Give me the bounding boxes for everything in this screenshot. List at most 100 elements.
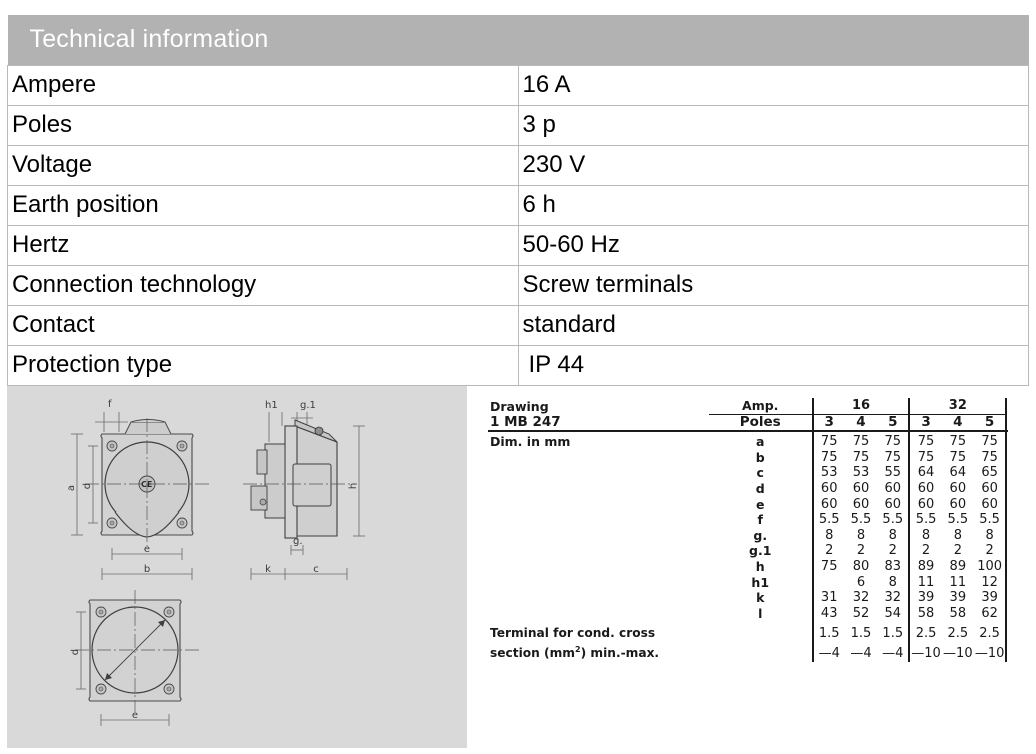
- table-row: section (mm2) min.-max. —4 —4 —4 —10 —10…: [488, 641, 1008, 662]
- dim-l-16-5: 54: [884, 605, 902, 621]
- dim-table-right-rule: [1005, 605, 1008, 622]
- tech-value-voltage: 230 V: [517, 145, 1029, 186]
- table-row: c 53 53 55 64 64 65: [488, 465, 1008, 481]
- dim-rowkey-g1: g.1: [708, 543, 814, 559]
- table-row: Hertz 50-60 Hz: [7, 225, 1029, 266]
- dim-f-32-4: 5.5: [947, 512, 969, 528]
- terminal-min-16-4: 1.5: [850, 626, 872, 642]
- table-row: Contact standard: [7, 305, 1029, 346]
- dim-spacer: [488, 497, 709, 513]
- front-view-label-d: d: [82, 483, 93, 489]
- dim-f-32-5: 5.5: [979, 512, 1000, 528]
- dim-a-32-5: 75: [981, 434, 998, 450]
- technical-drawing-panel: f CE: [7, 386, 467, 748]
- technical-information-table: Technical information Ampere 16 A Poles …: [7, 15, 1029, 386]
- dim-h1-16-5: 8: [888, 574, 897, 590]
- dim-g1-16-4: 2: [856, 543, 866, 559]
- table-row: l 43 52 54 58 58 62: [488, 605, 1008, 622]
- dim-spacer: [708, 641, 814, 662]
- terminal-min-32-5: 2.5: [979, 626, 1000, 642]
- tech-label-hertz: Hertz: [7, 225, 519, 266]
- tech-value-protection-type: IP 44: [517, 345, 1029, 386]
- dim-table-right-rule: [1005, 449, 1008, 466]
- front-view-label-f: f: [108, 399, 112, 410]
- terminal-label-line2: section (mm2) min.-max.: [488, 642, 709, 662]
- dim-d-16-4: 60: [852, 480, 870, 496]
- table-row: Dim. in mm a 75 75 75 75 75 75: [488, 431, 1008, 450]
- table-row: b 75 75 75 75 75 75: [488, 449, 1008, 466]
- table-row: Ampere 16 A: [7, 65, 1029, 106]
- dim-rowkey-l: l: [708, 605, 814, 622]
- dim-rowkey-h: h: [708, 558, 814, 575]
- tech-label-contact: Contact: [7, 305, 519, 346]
- terminal-min-16-3: 1.5: [818, 626, 840, 642]
- table-row: f 5.5 5.5 5.5 5.5 5.5 5.5: [488, 512, 1008, 528]
- front-view-label-a: a: [66, 485, 77, 491]
- dim-rowkey-c: c: [708, 465, 814, 481]
- dim-k-32-4: 39: [949, 590, 967, 606]
- dim-g1-32-5: 2: [985, 543, 994, 559]
- dim-k-16-5: 32: [884, 590, 902, 606]
- poles-header-label: Poles: [708, 414, 814, 433]
- dim-b-16-5: 75: [884, 449, 902, 465]
- side-view-label-k: k: [265, 564, 271, 575]
- poles-col-16-4: 4: [844, 414, 878, 433]
- dim-g-16-3: 8: [825, 527, 834, 543]
- amp-group-16: 16: [812, 398, 910, 415]
- drawing-title-line2: 1 MB 247: [488, 414, 709, 433]
- amp-group-32: 32: [908, 398, 1007, 415]
- dim-spacer: [488, 465, 709, 481]
- dim-rowkey-f: f: [708, 512, 814, 528]
- side-view-label-h: h: [348, 483, 359, 489]
- dim-g1-16-3: 2: [825, 543, 834, 559]
- dim-c-16-3: 53: [820, 465, 838, 481]
- tech-value-connection-technology: Screw terminals: [517, 265, 1029, 306]
- table-row: k 31 32 32 39 39 39: [488, 590, 1008, 606]
- dim-l-16-3: 43: [820, 605, 838, 621]
- dim-f-16-4: 5.5: [850, 512, 872, 528]
- tech-label-voltage: Voltage: [7, 145, 519, 186]
- page-title: Technical information: [7, 15, 1029, 66]
- dim-h-16-5: 83: [884, 558, 902, 574]
- front-view-label-e: e: [144, 544, 150, 555]
- tech-label-poles: Poles: [7, 105, 519, 146]
- poles-col-32-5: 5: [973, 414, 1007, 433]
- dim-table-right-rule: [1005, 431, 1008, 450]
- dim-spacer: [488, 450, 709, 466]
- drawing-title-line1: Drawing: [490, 398, 549, 414]
- terminal-label-line1: Terminal for cond. cross: [490, 626, 656, 641]
- dim-a-16-5: 75: [884, 434, 902, 450]
- dim-h1-16-3: [813, 575, 845, 591]
- dim-table-right-rule: [1005, 574, 1008, 591]
- tech-value-ampere: 16 A: [517, 65, 1029, 106]
- dim-l-16-4: 52: [852, 605, 870, 621]
- dim-g-16-5: 8: [888, 527, 897, 543]
- dim-table-right-rule: [1005, 398, 1008, 415]
- table-row: e 60 60 60 60 60 60: [488, 496, 1008, 513]
- dim-spacer: [488, 590, 709, 606]
- dim-h-16-3: 75: [820, 558, 838, 574]
- dim-spacer: [488, 575, 709, 591]
- dimension-table-body: Drawing Amp. 16 32 1 MB 247 Poles 3 4 5 …: [488, 398, 1008, 662]
- terminal-label-line2-pre: section (mm: [490, 645, 576, 660]
- tech-value-poles: 3 p: [517, 105, 1029, 146]
- table-row: Terminal for cond. cross 1.5 1.5 1.5 2.5…: [488, 621, 1008, 642]
- side-view-label-g1: g.1: [300, 400, 316, 411]
- dim-spacer: [488, 481, 709, 497]
- dim-table-right-rule: [1005, 512, 1008, 528]
- dim-g1-32-3: 2: [908, 543, 942, 559]
- tech-label-protection-type: Protection type: [7, 345, 519, 386]
- dim-amp-header-row: Drawing Amp. 16 32: [488, 398, 1008, 415]
- dim-table-right-rule: [1005, 527, 1008, 544]
- dim-table-right-rule: [1005, 414, 1008, 433]
- terminal-max-16-3: —4: [818, 645, 840, 661]
- dim-table-right-rule: [1005, 621, 1008, 642]
- dim-g-32-3: 8: [908, 527, 942, 544]
- terminal-max-32-4: —10: [943, 645, 973, 661]
- dim-a-32-4: 75: [949, 434, 967, 450]
- dim-rowkey-d: d: [708, 480, 814, 497]
- dim-e-16-4: 60: [852, 496, 870, 512]
- table-row: Poles 3 p: [7, 105, 1029, 146]
- dim-a-32-3: 75: [908, 431, 942, 450]
- dim-k-16-4: 32: [852, 590, 870, 606]
